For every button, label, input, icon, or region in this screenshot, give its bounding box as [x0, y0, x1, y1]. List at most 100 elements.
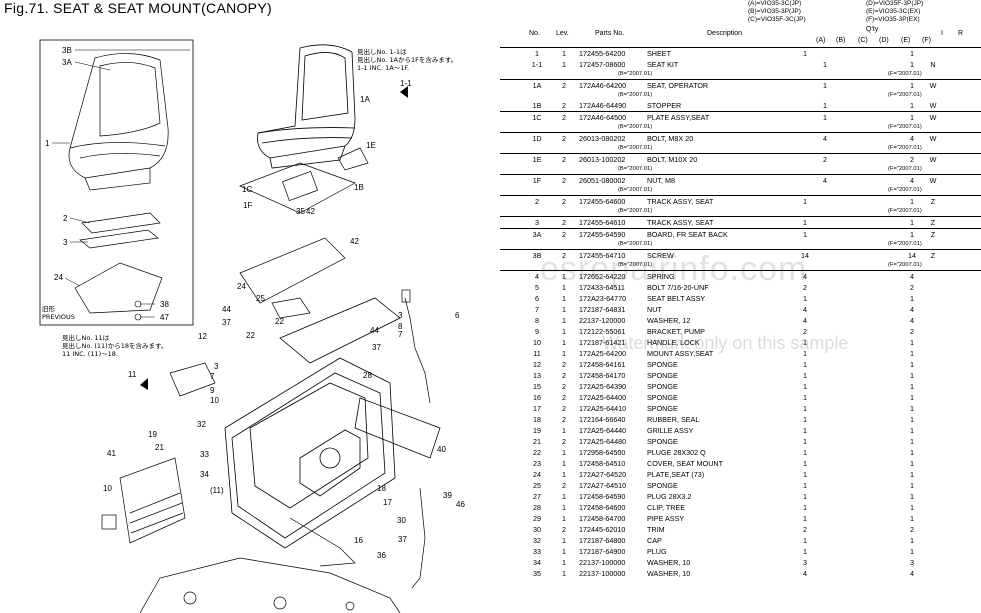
svg-text:33: 33	[200, 450, 209, 459]
cell-no: 12	[533, 360, 541, 369]
cell-qf: 1	[910, 60, 914, 69]
cell-lev: 2	[562, 371, 566, 380]
cell-no: 33	[533, 547, 541, 556]
cell-desc: SPONGE	[647, 382, 678, 391]
cell-desc: WASHER, 10	[647, 558, 691, 567]
cell-no: 27	[533, 492, 541, 501]
drawing-canvas: 3B 3A 1 2 3 24 38 47 旧形 PREVIOUS 見出しNo. …	[39, 39, 465, 613]
svg-text:7: 7	[210, 372, 215, 381]
cell-ri: Z	[930, 218, 936, 227]
cell-qf: 2	[910, 155, 914, 164]
cell-no: 13	[533, 371, 541, 380]
cell-lev: 1	[562, 503, 566, 512]
cell-qf: 1	[910, 113, 914, 122]
cell-lev: 2	[562, 230, 566, 239]
inset-plate	[74, 262, 163, 314]
cell-pn: 172A46-64500	[579, 113, 627, 122]
cell-qf: 1	[910, 349, 914, 358]
cell-qf: 3	[910, 558, 914, 567]
cell-qf: 2	[910, 283, 914, 292]
floor-plate	[239, 237, 346, 319]
cell-no: 24	[533, 470, 541, 479]
cell-qf: 1	[910, 360, 914, 369]
cell-desc: PLUG 28X3.2	[647, 492, 692, 501]
cell-lev: 2	[562, 393, 566, 402]
cell-lev: 1	[562, 459, 566, 468]
cell-qb: 1	[823, 101, 827, 110]
cell-desc: SCREW	[647, 251, 674, 260]
model-a: (A)=VIO35-3C(JP)	[748, 0, 802, 7]
cell-no: 19	[533, 426, 541, 435]
model-c: (C)=VIO35F-3C(JP)	[748, 16, 806, 24]
cell-lev: 2	[562, 437, 566, 446]
cell-lev: 2	[562, 404, 566, 413]
svg-text:1-1: 1-1	[400, 79, 412, 88]
cell-desc: NUT	[647, 305, 662, 314]
cell-qf: 1	[910, 197, 914, 206]
note-11-en: 11 INC. (11)〜18.	[62, 350, 118, 358]
parts-table-header: No. Lev. Parts No. Description Q'ty (A) …	[500, 26, 981, 46]
cell-qf: 4	[910, 569, 914, 578]
arrow-1-1	[400, 86, 408, 98]
cell-pn: 172A46-64490	[579, 101, 627, 110]
serial-note-b: (B="2007.01)	[618, 71, 653, 77]
cell-qa: 1	[803, 404, 807, 413]
cell-pn: 172455-64600	[579, 197, 626, 206]
svg-text:12: 12	[198, 332, 207, 341]
cell-desc: SEAT, OPERATOR	[647, 81, 709, 90]
serial-note-b: (B="2007.01)	[618, 187, 653, 193]
cell-lev: 2	[562, 251, 566, 260]
header-qty: Q'ty	[866, 26, 879, 33]
model-e: (E)=VIO35-3C(EX)	[866, 8, 921, 16]
cell-desc: NUT, M8	[647, 176, 675, 185]
cell-qb: 1	[823, 60, 827, 69]
svg-text:9: 9	[210, 386, 215, 395]
svg-text:25: 25	[256, 294, 265, 303]
cell-ri: Z	[930, 197, 936, 206]
cell-no: 1E	[532, 155, 542, 164]
svg-text:21: 21	[155, 443, 164, 452]
cell-qa: 4	[803, 569, 807, 578]
cell-lev: 1	[562, 492, 566, 501]
cell-qb: 4	[823, 134, 827, 143]
cell-pn: 172433-64511	[579, 283, 625, 292]
cell-pn: 172A25-64200	[579, 349, 627, 358]
machine-base	[139, 557, 401, 613]
svg-text:28: 28	[363, 371, 372, 380]
cell-ri: Z	[930, 230, 936, 239]
cell-pn: 172458-64600	[579, 503, 626, 512]
svg-text:6: 6	[455, 311, 460, 320]
cell-qf: 2	[910, 327, 914, 336]
svg-text:30: 30	[397, 516, 406, 525]
serial-note-f: (F="2007.01)	[888, 262, 922, 268]
serial-note-f: (F="2007.01)	[888, 71, 922, 77]
cell-desc: SPONGE	[647, 393, 678, 402]
cell-lev: 1	[562, 272, 566, 281]
cell-no: 3B	[532, 251, 542, 260]
cell-no: 1	[535, 49, 539, 58]
cell-no: 23	[533, 459, 541, 468]
cell-desc: PIPE ASSY	[647, 514, 685, 523]
cell-lev: 1	[562, 470, 566, 479]
svg-text:34: 34	[200, 470, 209, 479]
svg-text:7: 7	[398, 330, 403, 339]
cell-pn: 172458-64700	[579, 514, 626, 523]
cell-pn: 172187-64831	[579, 305, 626, 314]
cell-qa: 1	[803, 448, 807, 457]
svg-text:44: 44	[222, 305, 231, 314]
